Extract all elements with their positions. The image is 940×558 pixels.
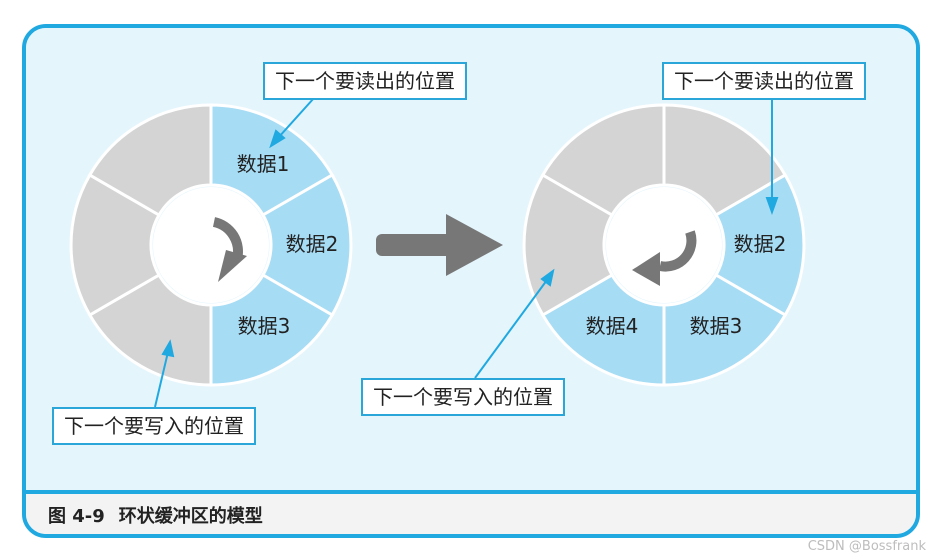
right-segment-empty-1 bbox=[662, 103, 788, 218]
figure-title: 环状缓冲区的模型 bbox=[118, 506, 263, 527]
left-write-pointer bbox=[154, 351, 169, 408]
caption-bar: 图 4-9 环状缓冲区的模型 bbox=[26, 490, 916, 534]
left-ring: 数据1 数据2 数据3 bbox=[69, 103, 353, 387]
left-segment-label: 数据3 bbox=[238, 314, 291, 338]
transition-arrow-icon bbox=[376, 214, 503, 276]
left-segment-empty-1 bbox=[87, 272, 213, 387]
right-segment-label: 数据4 bbox=[586, 314, 639, 338]
right-segment-data2 bbox=[713, 172, 806, 318]
left-rotation-arrowhead-icon bbox=[218, 250, 247, 282]
left-read-pointer bbox=[277, 97, 315, 139]
right-segment-empty-3 bbox=[540, 103, 666, 218]
right-rotation-arrow-icon bbox=[658, 230, 697, 272]
left-segment-empty-3 bbox=[87, 103, 213, 218]
right-ring-hub bbox=[606, 187, 722, 303]
left-segment-label: 数据2 bbox=[286, 232, 339, 256]
figure-number: 图 4-9 bbox=[48, 506, 105, 527]
right-ring: 数据2 数据3 数据4 bbox=[522, 103, 806, 387]
left-write-pointer-head-icon bbox=[161, 339, 175, 358]
left-segment-data3 bbox=[209, 272, 335, 387]
left-segment-data1 bbox=[209, 103, 335, 218]
left-read-position-label: 下一个要读出的位置 bbox=[263, 62, 467, 100]
right-read-position-label: 下一个要读出的位置 bbox=[662, 62, 866, 100]
right-segment-data3 bbox=[662, 272, 788, 387]
right-segment-data4 bbox=[540, 272, 666, 387]
left-segment-data2 bbox=[260, 172, 353, 318]
left-segment-label: 数据1 bbox=[237, 152, 290, 176]
right-write-pointer bbox=[474, 279, 548, 379]
left-write-position-label: 下一个要写入的位置 bbox=[52, 407, 256, 445]
right-segment-label: 数据2 bbox=[734, 232, 787, 256]
left-ring-hub bbox=[153, 187, 269, 303]
left-read-pointer-head-icon bbox=[269, 129, 286, 149]
left-segment-empty-2 bbox=[69, 172, 162, 318]
right-write-pointer-head-icon bbox=[540, 268, 555, 287]
watermark: CSDN @Bossfrank bbox=[807, 539, 926, 554]
right-read-pointer-head-icon bbox=[765, 197, 779, 215]
right-rotation-arrowhead-icon bbox=[632, 252, 660, 286]
right-write-position-label: 下一个要写入的位置 bbox=[361, 378, 565, 416]
figure-caption: 图 4-9 环状缓冲区的模型 bbox=[48, 502, 263, 528]
right-segment-label: 数据3 bbox=[690, 314, 743, 338]
